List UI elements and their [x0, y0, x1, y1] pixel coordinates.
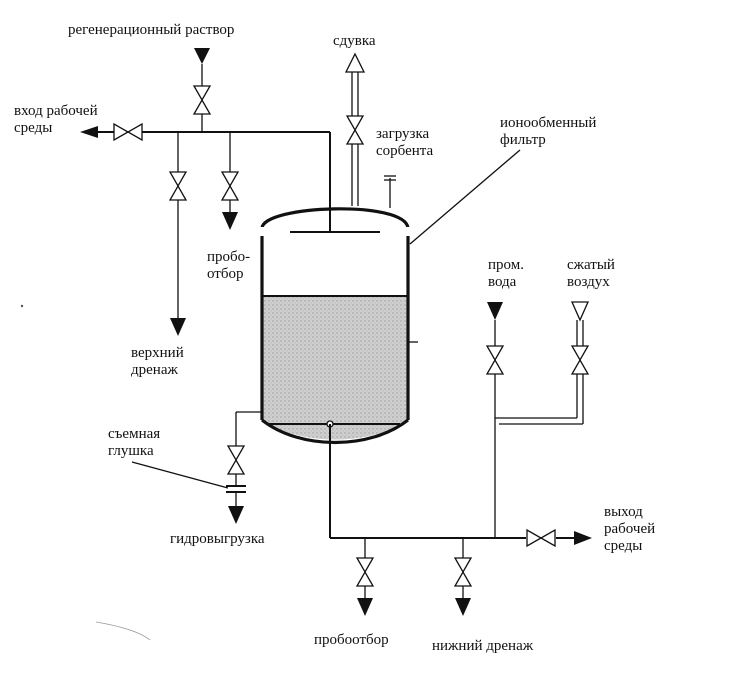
process-water-valve-icon[interactable]: [485, 345, 505, 375]
top-sampling-valve-icon[interactable]: [220, 171, 240, 201]
top-sampling-line: [222, 132, 238, 230]
hydro-unloading-line: [226, 411, 262, 524]
label-ion-filter: ионообменный фильтр: [500, 115, 597, 148]
ion-filter-leader: [409, 149, 521, 245]
label-inlet: вход рабочей среды: [14, 103, 98, 136]
label-compressed-air: сжатый воздух: [567, 257, 615, 290]
compressed-air-valve-icon[interactable]: [570, 345, 590, 375]
regen-line: [194, 48, 210, 132]
label-removable-plug: съемная глушка: [108, 426, 161, 459]
sorbent-loading-nozzle: [384, 175, 396, 208]
process-water-arrow-icon: [487, 302, 503, 320]
blowdown-arrow-icon: [344, 52, 366, 73]
inlet-line: [80, 126, 331, 232]
blowdown-line: [344, 52, 366, 206]
process-water-line: [487, 302, 503, 538]
outlet-valve-icon[interactable]: [526, 528, 556, 548]
scan-scratch: [95, 621, 151, 641]
inlet-valve-icon[interactable]: [113, 122, 143, 142]
blowdown-valve-icon[interactable]: [345, 115, 365, 145]
bottom-sampling-line: [357, 538, 373, 616]
top-sampling-arrow-icon: [222, 212, 238, 230]
label-hydro-unloading: гидровыгрузка: [170, 531, 265, 547]
outlet-arrow-icon: [574, 531, 592, 545]
regen-valve-icon[interactable]: [192, 85, 212, 115]
label-outlet: выход рабочей среды: [604, 504, 656, 554]
hydro-unloading-valve-icon[interactable]: [226, 445, 246, 475]
lower-drain-arrow-icon: [455, 598, 471, 616]
label-blowdown: сдувка: [333, 33, 376, 49]
bottom-sampling-valve-icon[interactable]: [355, 557, 375, 587]
label-lower-drain: нижний дренаж: [432, 638, 534, 654]
upper-drain-line: [170, 132, 186, 336]
label-process-water: пром. вода: [488, 257, 524, 290]
outlet-line: [329, 424, 592, 545]
label-sampling-bottom: пробоотбор: [314, 632, 389, 648]
lower-drain-valve-icon[interactable]: [453, 557, 473, 587]
upper-drain-valve-icon[interactable]: [168, 171, 188, 201]
inlet-arrow-icon: [80, 126, 98, 138]
label-upper-drain: верхний дренаж: [131, 345, 184, 378]
hydro-unloading-arrow-icon: [228, 506, 244, 524]
label-sorbent-loading: загрузка сорбента: [376, 126, 434, 159]
regen-arrow-icon: [194, 48, 210, 64]
compressed-air-line: [495, 301, 590, 425]
compressed-air-arrow-icon: [570, 301, 590, 322]
label-sampling-top: пробо- отбор: [207, 249, 251, 282]
bottom-sampling-arrow-icon: [357, 598, 373, 616]
sorbent-bed: [262, 296, 408, 440]
plug-leader: [131, 461, 229, 489]
lower-drain-line: [455, 538, 471, 616]
filter-vessel: [254, 207, 418, 444]
upper-drain-arrow-icon: [170, 318, 186, 336]
label-regen-solution: регенерационный раствор: [68, 22, 235, 38]
scan-speck: [20, 304, 24, 308]
